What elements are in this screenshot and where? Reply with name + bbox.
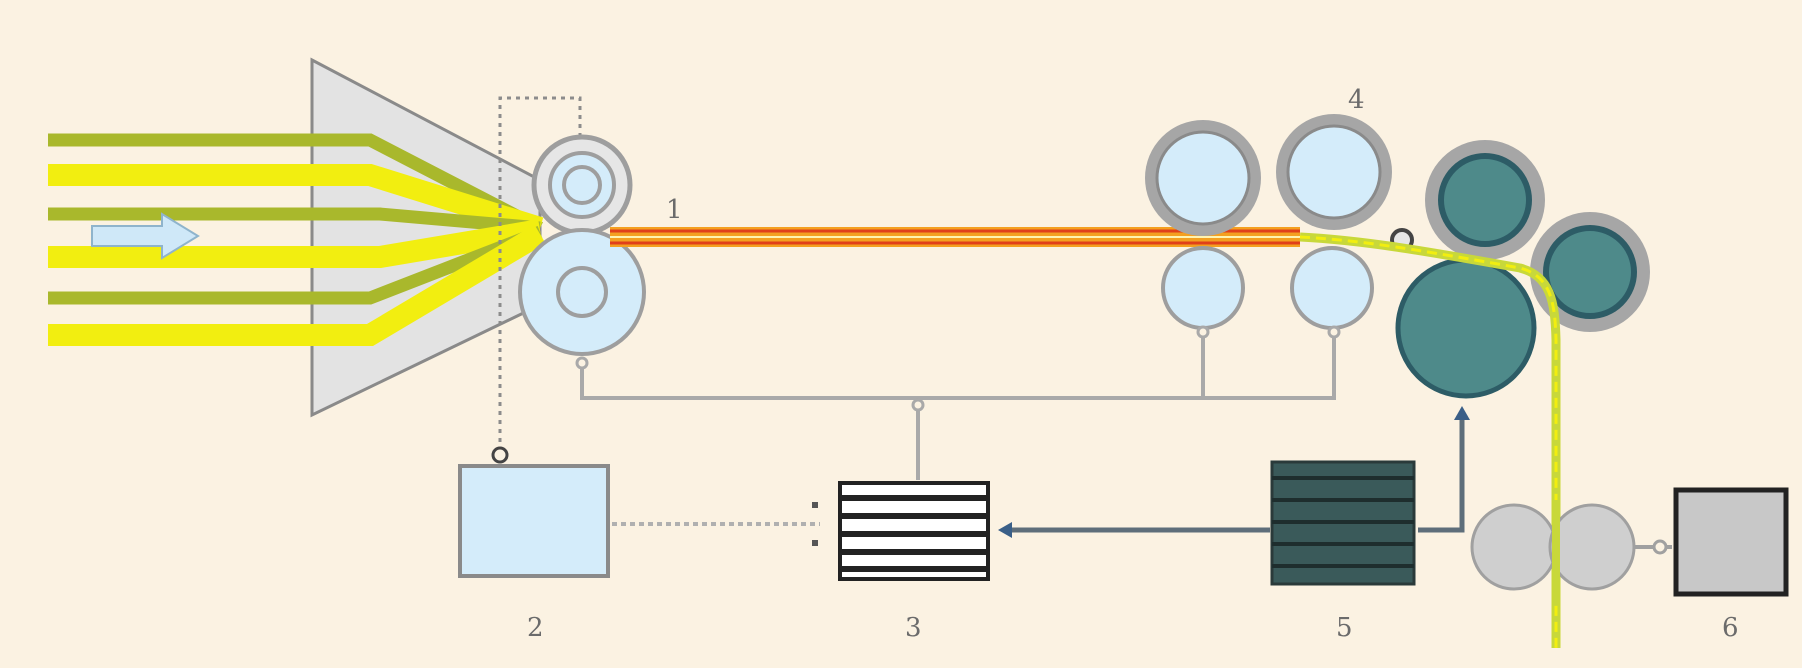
label-6: 6 — [1722, 613, 1739, 643]
controller-3 — [838, 481, 990, 581]
roller-pair-1 — [518, 134, 646, 356]
label-2: 2 — [527, 613, 544, 643]
drive-unit-5 — [1270, 460, 1416, 586]
label-4: 4 — [1348, 85, 1365, 115]
label-5: 5 — [1336, 613, 1353, 643]
output-box-6 — [1673, 487, 1789, 597]
roller-group-4 — [1145, 114, 1392, 330]
output-strand — [1299, 232, 1561, 648]
connector-node-6 — [1652, 539, 1668, 555]
label-3: 3 — [905, 613, 922, 643]
arrow-to-roller-icon — [1454, 406, 1470, 420]
fiber-strands — [48, 133, 546, 346]
profile-line — [610, 227, 1300, 247]
teal-rollers — [1395, 140, 1650, 399]
signal-dots — [812, 502, 818, 546]
label-1: 1 — [666, 195, 683, 225]
control-connections — [580, 336, 1336, 480]
right-arrow-icon — [91, 212, 200, 260]
arrow-to-3-icon — [998, 522, 1012, 538]
sensor-dotted-line — [498, 96, 582, 460]
drive-connections — [1008, 418, 1465, 533]
controller-2 — [458, 446, 610, 578]
connector-nodes — [575, 325, 1341, 412]
